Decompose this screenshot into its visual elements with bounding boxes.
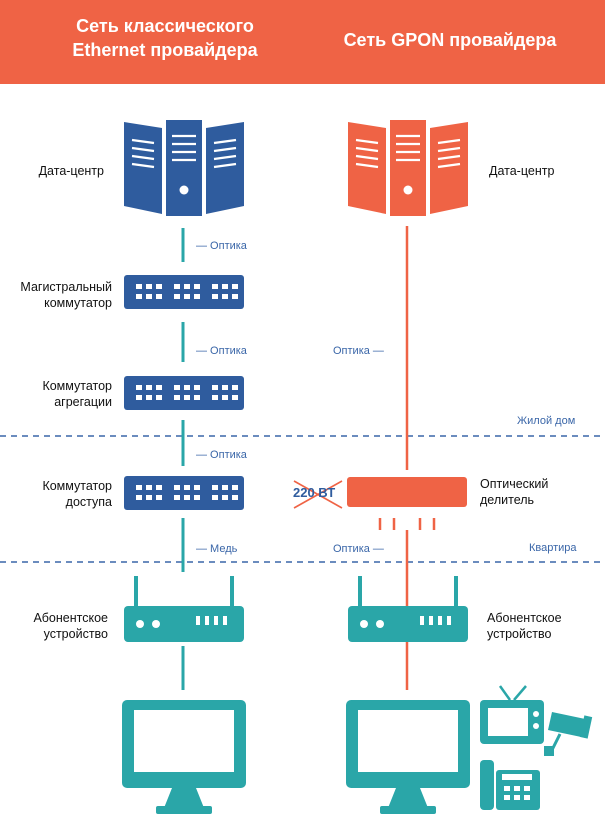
left-cable-label-4: — Медь (196, 543, 238, 555)
power-note: 220 ВТ (293, 485, 336, 500)
tv-icon (480, 685, 544, 744)
right-cable-label-1: Оптика — (333, 345, 384, 357)
left-router-icon (124, 576, 244, 642)
backbone-switch-label: Магистральный коммутатор (20, 280, 112, 310)
right-router-icon (348, 576, 468, 642)
backbone-switch-icon (124, 275, 244, 309)
left-server-rack-details (131, 134, 237, 169)
building-zone-label: Жилой дом (517, 415, 576, 427)
power-strike-icon (293, 480, 343, 509)
right-cable-label-2: Оптика — (333, 543, 384, 555)
left-datacenter-label: Дата-центр (38, 164, 104, 178)
right-monitor-icon (346, 700, 470, 814)
left-cable-label-1: — Оптика (196, 240, 247, 252)
right-subscriber-device-label: Абонентское устройство (487, 611, 562, 641)
apartment-zone-label: Квартира (529, 542, 577, 554)
cctv-camera-icon (544, 712, 593, 756)
right-server-rack-icon (348, 120, 468, 216)
header-banner (0, 0, 605, 84)
optical-splitter-icon (347, 477, 467, 507)
right-datacenter-label: Дата-центр (489, 164, 555, 178)
access-switch-icon (124, 476, 244, 510)
left-header-title: Сеть классического Ethernet провайдера (72, 16, 258, 60)
access-switch-label: Коммутатор доступа (42, 479, 112, 509)
desk-phone-icon (480, 760, 540, 810)
right-header-title: Сеть GPON провайдера (343, 30, 557, 50)
left-subscriber-device-label: Абонентское устройство (33, 611, 108, 641)
left-cable-label-3: — Оптика (196, 449, 247, 461)
left-cable-label-2: — Оптика (196, 345, 247, 357)
left-server-rack-icon (124, 120, 244, 216)
aggregation-switch-icon (124, 376, 244, 410)
splitter-label: Оптический делитель (480, 477, 549, 507)
aggregation-switch-label: Коммутатор агрегации (42, 379, 112, 409)
splitter-output-ticks (378, 518, 436, 530)
left-monitor-icon (122, 700, 246, 814)
